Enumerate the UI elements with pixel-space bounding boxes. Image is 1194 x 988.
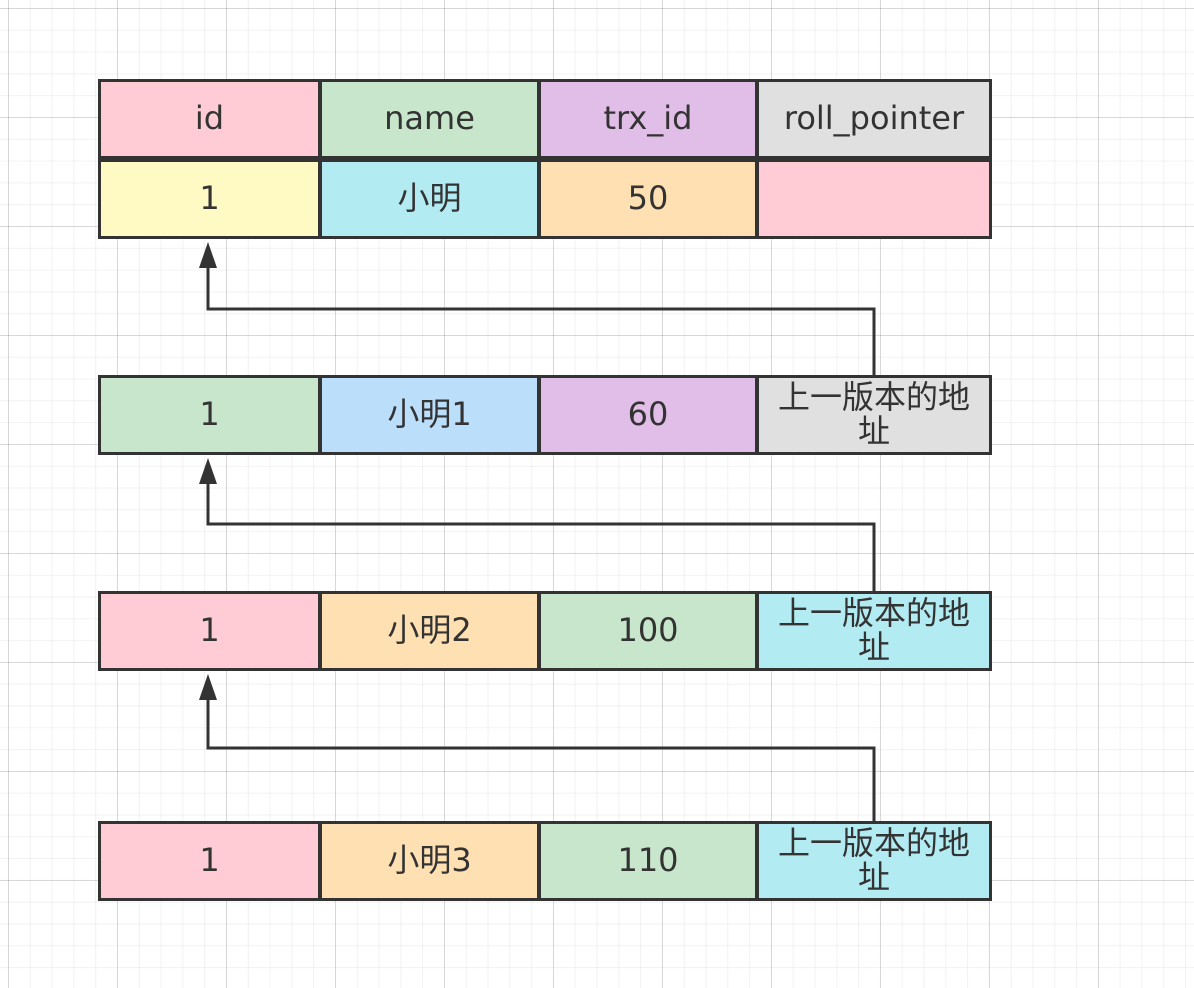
arrowhead [199,242,217,268]
roll-pointer-arrow-row3-to-row2 [206,688,876,822]
cell-roll-pointer [755,162,989,236]
arrowhead [199,458,217,484]
roll-pointer-arrow-row1-to-row0 [206,256,876,376]
cell-name: 小明3 [318,824,537,898]
cell-id: 1 [101,824,318,898]
version-row-2: 1 小明2 100 上一版本的地址 [98,591,992,671]
version-row-3: 1 小明3 110 上一版本的地址 [98,821,992,901]
cell-roll-pointer: 上一版本的地址 [755,824,989,898]
arrowhead [199,674,217,700]
cell-roll-pointer: 上一版本的地址 [755,378,989,452]
header-cell-name: name [318,82,537,156]
cell-name: 小明 [318,162,537,236]
cell-id: 1 [101,594,318,668]
cell-name: 小明2 [318,594,537,668]
cell-id: 1 [101,378,318,452]
cell-trx-id: 60 [537,378,755,452]
cell-trx-id: 50 [537,162,755,236]
header-cell-roll-pointer: roll_pointer [755,82,989,156]
cell-id: 1 [101,162,318,236]
header-cell-id: id [101,82,318,156]
roll-pointer-arrow-row2-to-row1 [206,472,876,592]
cell-roll-pointer: 上一版本的地址 [755,594,989,668]
cell-trx-id: 110 [537,824,755,898]
header-cell-trx-id: trx_id [537,82,755,156]
version-row-1: 1 小明1 60 上一版本的地址 [98,375,992,455]
cell-trx-id: 100 [537,594,755,668]
header-row: id name trx_id roll_pointer [98,79,992,159]
version-row-current: 1 小明 50 [98,159,992,239]
cell-name: 小明1 [318,378,537,452]
